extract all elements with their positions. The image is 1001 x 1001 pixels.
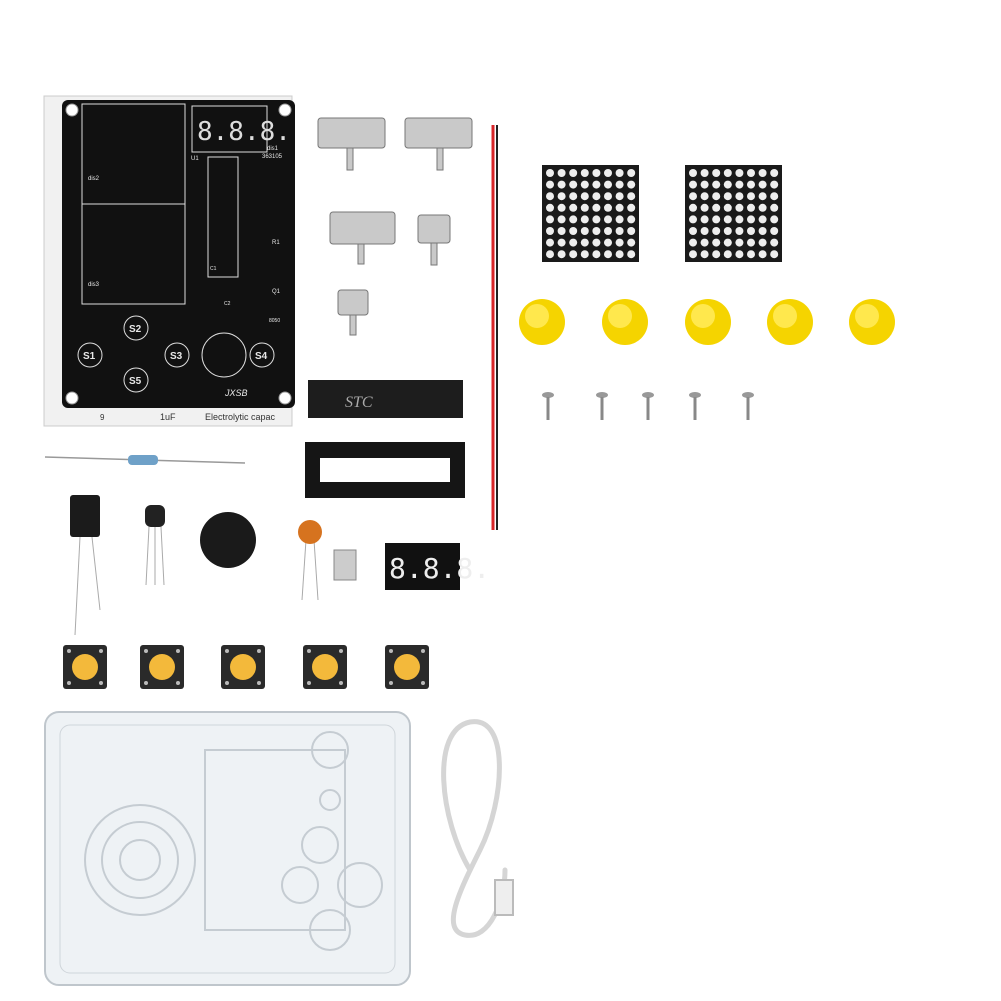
led-matrix	[542, 165, 639, 262]
usb-cable	[441, 719, 514, 938]
screw	[542, 392, 554, 420]
svg-text:S4: S4	[255, 351, 268, 362]
svg-text:8.8.8.: 8.8.8.	[389, 552, 490, 585]
paper-num: 9	[100, 413, 105, 422]
tactile-switch	[140, 645, 184, 689]
transparent-case	[44, 711, 411, 986]
paper-cap-value: 1uF	[160, 412, 176, 422]
buzzer	[200, 512, 256, 568]
tactile-switch	[385, 645, 429, 689]
svg-text:STC: STC	[345, 394, 373, 411]
transistor	[145, 505, 165, 586]
screw	[596, 392, 608, 420]
resistor	[44, 455, 246, 465]
led-matrices	[542, 165, 782, 262]
pcb-q1: Q1	[272, 289, 281, 295]
svg-text:S5: S5	[129, 376, 142, 387]
button-caps	[519, 299, 895, 345]
svg-text:S2: S2	[129, 324, 142, 335]
pcb-board: 8.8.8. dis1 363105 dis2 dis3 U1 R1 Q1 80…	[62, 100, 295, 408]
battery-clips	[317, 117, 473, 336]
ceramic-capacitor	[298, 520, 322, 601]
yellow-button-cap	[519, 299, 565, 345]
electrolytic-capacitor	[70, 495, 101, 636]
micro-usb-connector	[333, 549, 357, 581]
yellow-button-cap	[685, 299, 731, 345]
pcb-button-s3: S3	[164, 342, 190, 368]
tactile-switch	[303, 645, 347, 689]
tactile-switch	[63, 645, 107, 689]
pcb-display-digits: 8.8.8.	[197, 117, 291, 147]
yellow-button-cap	[767, 299, 813, 345]
pcb-dis3: dis3	[88, 282, 100, 288]
seven-segment-display: 8.8.8.	[385, 543, 490, 590]
led-matrix	[685, 165, 782, 262]
pcb-button-s1: S1	[77, 342, 103, 368]
screw	[689, 392, 701, 420]
svg-text:S1: S1	[83, 351, 96, 362]
tactile-switch	[221, 645, 265, 689]
pcb-button-s2: S2	[123, 315, 149, 341]
pcb-u1: U1	[191, 156, 199, 162]
pcb-q1-part: 8050	[269, 318, 280, 324]
ic-socket	[305, 442, 465, 498]
pcb-button-s4: S4	[249, 342, 275, 368]
yellow-button-cap	[602, 299, 648, 345]
screws	[542, 392, 754, 420]
pcb-dis1: dis1	[267, 146, 279, 152]
pcb-code: 363105	[262, 154, 283, 160]
screw	[742, 392, 754, 420]
pcb-c2: C2	[224, 301, 231, 307]
pcb-c1: C1	[210, 266, 217, 272]
pcb-button-s5: S5	[123, 367, 149, 393]
pcb-r1: R1	[272, 240, 280, 246]
pcb-dis2: dis2	[88, 176, 100, 182]
pcb-logo: JXSB	[224, 388, 248, 398]
paper-cap-text: Electrolytic capac	[205, 412, 276, 422]
svg-text:S3: S3	[170, 351, 183, 362]
yellow-button-cap	[849, 299, 895, 345]
stc-chip: STC	[308, 380, 463, 418]
screw	[642, 392, 654, 420]
tactile-switches	[63, 645, 429, 689]
